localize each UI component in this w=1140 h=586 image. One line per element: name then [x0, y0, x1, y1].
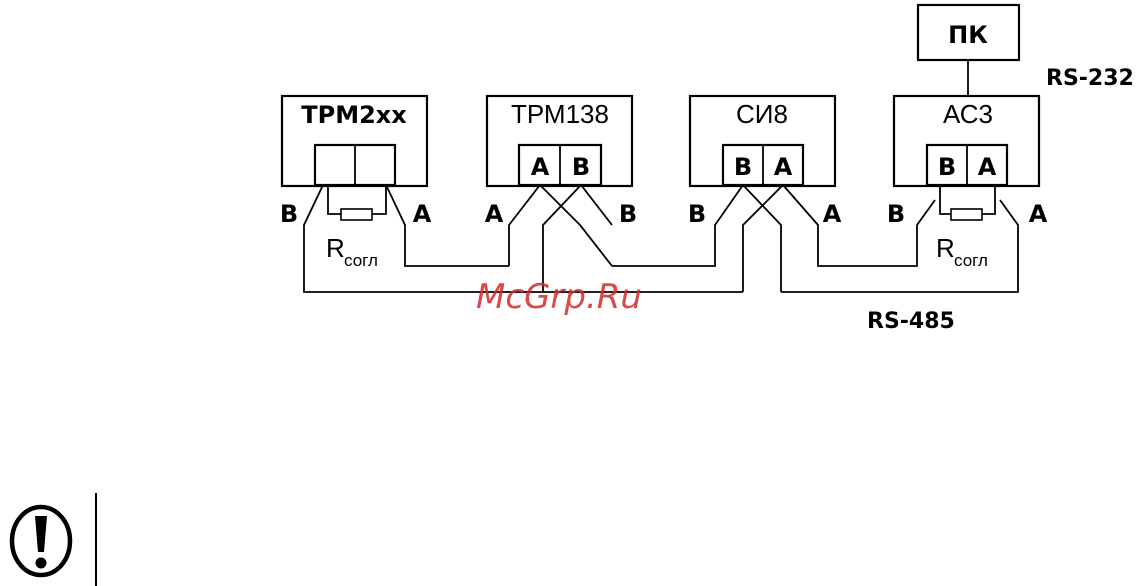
as3-terminal-b: B: [887, 200, 905, 228]
as3-device: АС3 B A: [894, 96, 1039, 186]
trm2xx-terminal-a: A: [413, 200, 432, 228]
si8-terminal-b: B: [688, 200, 706, 228]
trm2xx-resistor-symbol: R: [326, 233, 345, 263]
rs232-label: RS-232: [1046, 66, 1134, 91]
as3-pin-a: A: [978, 153, 997, 181]
pc-label: ПК: [948, 21, 988, 49]
trm138-terminal-a: A: [485, 200, 504, 228]
si8-pin-a: A: [774, 153, 793, 181]
rs485-label: RS-485: [867, 309, 955, 334]
trm2xx-terminal-b: B: [280, 200, 298, 228]
si8-pin-b: B: [734, 153, 752, 181]
trm138-terminal-b: B: [619, 200, 637, 228]
pc-device: ПК: [918, 5, 1019, 60]
exclamation-circle-icon: [12, 507, 70, 575]
si8-device: СИ8 B A: [690, 96, 835, 186]
trm2xx-label: ТРМ2xx: [301, 101, 407, 129]
rs485-wiring: [304, 185, 1018, 292]
as3-termination-resistor: R согл: [936, 185, 995, 270]
watermark: McGrp.Ru: [476, 277, 642, 317]
as3-terminal-a: A: [1029, 200, 1048, 228]
si8-terminal-a: A: [823, 200, 842, 228]
trm138-pin-a: A: [531, 153, 550, 181]
as3-label: АС3: [943, 99, 993, 129]
trm138-label: ТРМ138: [511, 99, 609, 129]
trm2xx-termination-resistor: R согл: [326, 185, 386, 270]
as3-resistor-subscript: согл: [954, 251, 988, 270]
trm2xx-device: ТРМ2xx: [282, 96, 427, 186]
as3-pin-b: B: [938, 153, 956, 181]
as3-resistor-symbol: R: [936, 233, 955, 263]
trm2xx-resistor-subscript: согл: [344, 251, 378, 270]
trm138-pin-b: B: [572, 153, 590, 181]
si8-label: СИ8: [736, 99, 788, 129]
trm138-device: ТРМ138 A B: [487, 96, 632, 186]
